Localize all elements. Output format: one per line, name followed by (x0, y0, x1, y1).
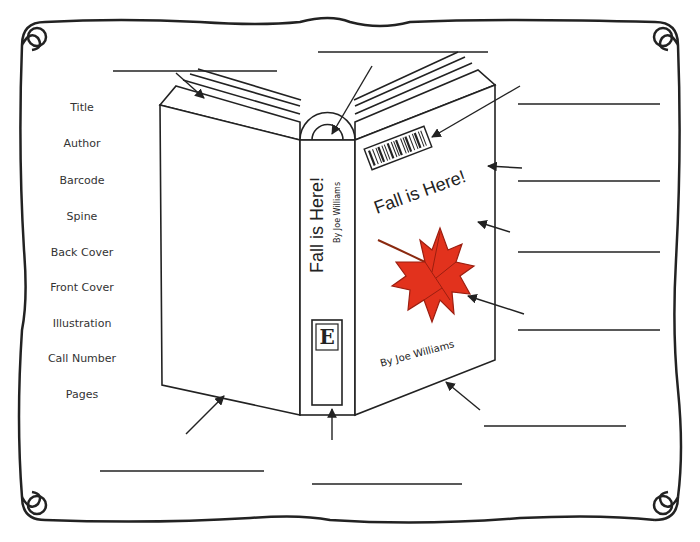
back-cover (160, 105, 300, 415)
word-bank-label: Call Number (48, 352, 116, 365)
word-bank-label: Spine (67, 210, 98, 223)
cover-author: By Joe Williams (379, 338, 455, 368)
call-number-box: E (312, 320, 342, 405)
cover-title: Fall is Here! (371, 167, 468, 218)
answer-lines (100, 52, 660, 484)
word-bank-label: Pages (66, 388, 98, 401)
call-number-label (312, 320, 342, 405)
spine-title: Fall is Here! (308, 177, 328, 273)
word-bank-label: Back Cover (51, 246, 113, 259)
word-bank-label: Title (70, 101, 94, 114)
frame (19, 18, 681, 523)
cover-box: Fall is Here! By Joe Williams (355, 85, 495, 415)
word-bank-label: Illustration (53, 317, 112, 330)
call-number: E (319, 326, 334, 348)
spine-author: By Joe Williams (334, 182, 343, 243)
book (160, 52, 495, 415)
barcode (364, 126, 432, 169)
pointer-arrows (176, 66, 524, 440)
word-bank-label: Author (63, 137, 100, 150)
word-bank-label: Front Cover (50, 281, 114, 294)
front-cover (355, 85, 495, 415)
word-bank-label: Barcode (59, 174, 104, 187)
spine-top (300, 113, 355, 140)
spine (300, 140, 355, 415)
spine-box: Fall is Here! By Joe WilliamsE (300, 140, 355, 415)
leaf-illustration (378, 228, 474, 322)
